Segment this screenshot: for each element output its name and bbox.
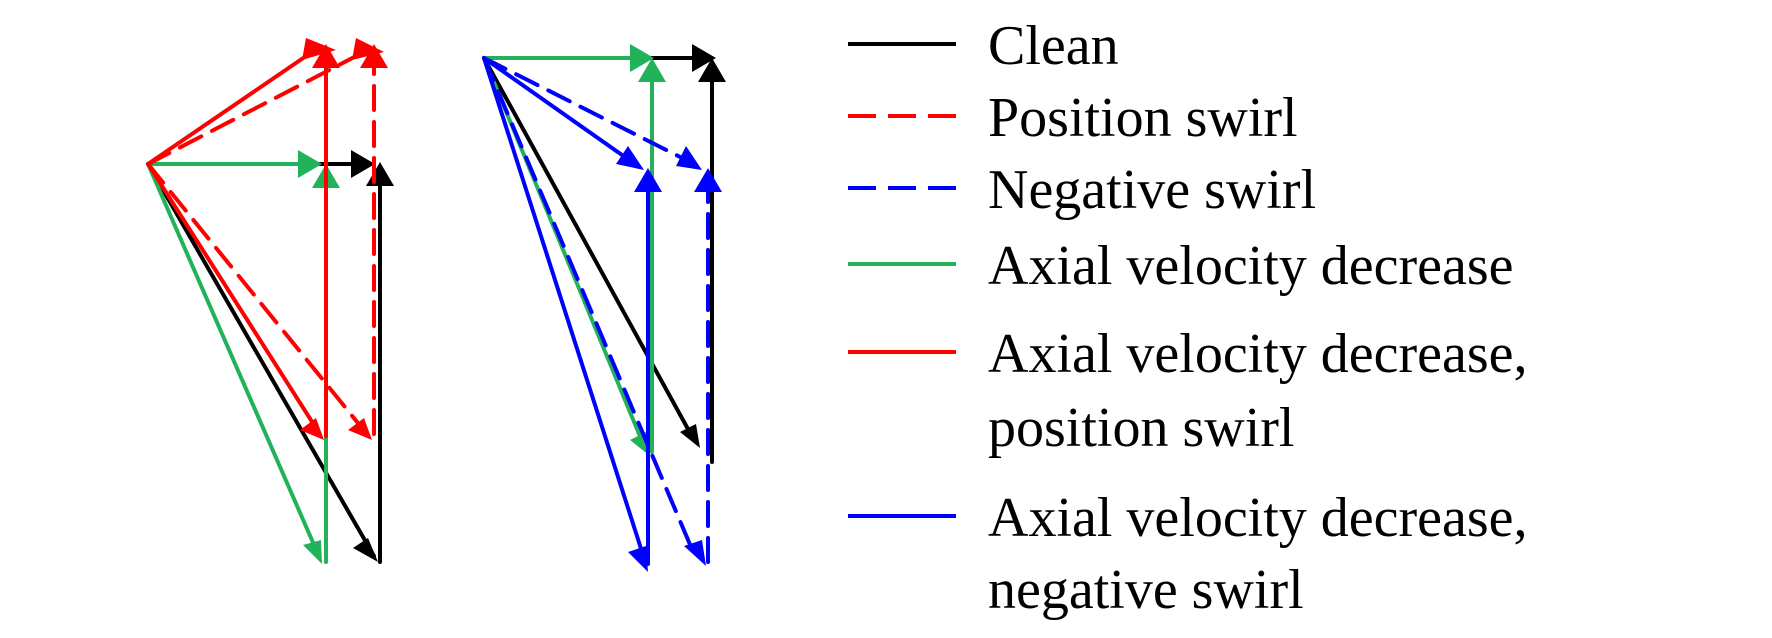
right-blue-dashed-upper-arrowhead: [676, 146, 702, 170]
right-clean-diagonal-arrowhead: [680, 424, 700, 448]
right-blue-diagonal-arrow: [482, 56, 646, 560]
legend-item-axial-decrease: Axial velocity decrease: [848, 235, 1514, 297]
right-blue-dashed-vertical-arrowhead: [694, 168, 722, 192]
legend-item-clean: Clean: [848, 15, 1119, 77]
legend-label-axial-decrease-negative-swirl-line2: negative swirl: [988, 559, 1304, 621]
right-green-vertical-arrowhead: [638, 58, 666, 82]
right-axial-decrease-negative-swirl-triangle: [482, 56, 662, 572]
legend-label-position-swirl: Position swirl: [988, 87, 1298, 149]
left-clean-diagonal-arrowhead: [353, 538, 378, 562]
right-green-upper-arrowhead: [630, 44, 654, 72]
left-velocity-triangles: [146, 38, 394, 564]
right-clean-diagonal-arrow: [482, 56, 696, 442]
legend-label-axial-decrease: Axial velocity decrease: [988, 235, 1514, 297]
right-clean-upper-arrowhead: [692, 44, 716, 72]
right-velocity-triangles: [482, 44, 726, 572]
left-red-diagonal-arrowhead: [300, 418, 324, 440]
legend-label-negative-swirl: Negative swirl: [988, 159, 1316, 221]
legend-label-axial-decrease-position-swirl-line2: position swirl: [988, 397, 1294, 459]
left-red-upper-arrow: [146, 50, 314, 166]
right-blue-diagonal-arrowhead: [628, 546, 648, 572]
legend-item-axial-decrease-negative-swirl: Axial velocity decrease, negative swirl: [848, 487, 1528, 621]
right-blue-vertical-arrowhead: [634, 168, 662, 192]
legend-item-negative-swirl: Negative swirl: [848, 159, 1316, 221]
left-red-dashed-upper-arrow: [146, 50, 366, 166]
right-blue-dashed-upper-arrow: [482, 56, 692, 164]
right-clean-vertical-arrowhead: [698, 58, 726, 82]
right-blue-upper-arrowhead: [616, 146, 644, 170]
left-clean-upper-arrowhead: [351, 150, 375, 178]
right-blue-dashed-diagonal-arrowhead: [684, 540, 706, 566]
left-clean-diagonal-arrow: [146, 162, 376, 558]
left-red-diagonal-arrow: [146, 162, 318, 430]
left-red-dashed-upper-arrowhead: [352, 38, 384, 60]
legend-label-axial-decrease-negative-swirl-line1: Axial velocity decrease,: [988, 487, 1528, 549]
legend-label-clean: Clean: [988, 15, 1119, 77]
legend-item-position-swirl: Position swirl: [848, 87, 1298, 149]
left-red-dashed-vertical-arrowhead: [360, 44, 388, 68]
right-negative-swirl-triangle: [482, 56, 710, 564]
left-red-vertical-arrowhead: [312, 44, 340, 68]
left-red-dashed-diagonal-arrow: [146, 162, 364, 430]
left-red-upper-arrowhead: [302, 38, 336, 60]
legend: Clean Position swirl Negative swirl Axia…: [848, 15, 1528, 621]
left-axial-decrease-position-swirl-triangle: [146, 38, 340, 440]
left-green-diagonal-arrow: [146, 162, 320, 556]
left-green-upper-arrowhead: [298, 150, 322, 178]
right-green-diagonal-arrow: [482, 56, 646, 448]
right-blue-dashed-diagonal-arrow: [482, 56, 696, 556]
legend-label-axial-decrease-position-swirl-line1: Axial velocity decrease,: [988, 323, 1528, 385]
right-clean-triangle: [482, 44, 726, 464]
left-green-diagonal-arrowhead: [303, 540, 322, 564]
right-blue-upper-arrow: [482, 56, 634, 164]
legend-item-axial-decrease-position-swirl: Axial velocity decrease, position swirl: [848, 323, 1528, 459]
left-red-dashed-diagonal-arrowhead: [348, 418, 372, 440]
